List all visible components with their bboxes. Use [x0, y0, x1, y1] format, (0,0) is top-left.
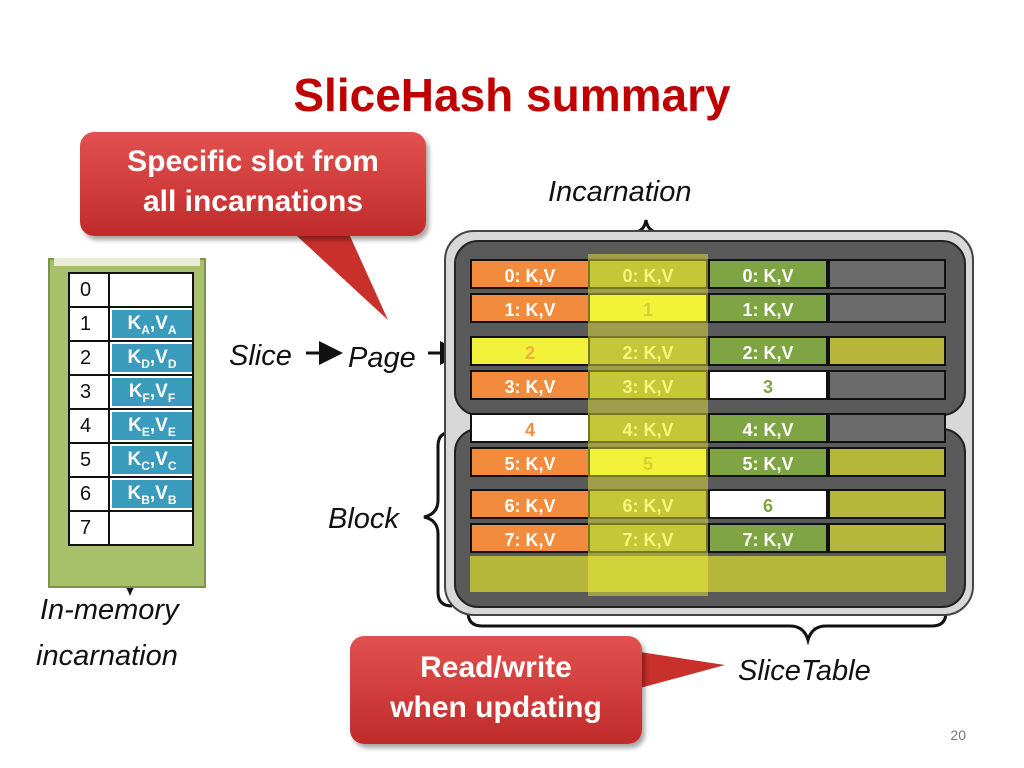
memory-row-kv: KF,VF: [112, 378, 192, 406]
memory-row-kv: KB,VB: [112, 480, 192, 508]
block-label: Block: [328, 503, 399, 535]
slot-cell: 0: K,V: [470, 259, 590, 289]
callout-top-line2: all incarnations: [142, 185, 364, 218]
slot-filler: [828, 447, 946, 477]
in-memory-label-2: incarnation: [36, 640, 178, 672]
incarnation-label: Incarnation: [548, 176, 692, 208]
callout-bottom-pointer: [640, 652, 725, 688]
slot-cell: 4: K,V: [708, 413, 828, 443]
slot-cell: 2: K,V: [588, 336, 708, 366]
slicetable-label: SliceTable: [738, 655, 871, 687]
slot-filler: [828, 489, 946, 519]
slot-cell: 1: K,V: [708, 293, 828, 323]
slot-cell: 3: K,V: [588, 370, 708, 400]
slot-cell: 5: [588, 447, 708, 477]
slot-filler: [828, 336, 946, 366]
slot-cell: 6: K,V: [588, 489, 708, 519]
memory-row: 0: [68, 274, 194, 308]
memory-row-index: 4: [70, 410, 110, 442]
slot-cell: 1: [588, 293, 708, 323]
slot-cell: 0: K,V: [708, 259, 828, 289]
slot-filler: [828, 370, 946, 400]
slot-cell: 3: [708, 370, 828, 400]
slot-cell: 5: K,V: [708, 447, 828, 477]
slot-filler: [828, 293, 946, 323]
memory-table-top-border: [68, 272, 194, 274]
slot-cell: 7: K,V: [588, 523, 708, 553]
memory-row: 7: [68, 512, 194, 546]
in-memory-label-1: In-memory: [40, 594, 179, 626]
slot-cell: 6: K,V: [470, 489, 590, 519]
callout-top-line1: Specific slot from: [127, 145, 379, 178]
callout-top: Specific slot from all incarnations: [80, 132, 426, 236]
page-number: 20: [950, 727, 966, 743]
memory-row-kv: KD,VD: [112, 344, 192, 372]
slicetable-brace: [466, 611, 948, 646]
slot-cell: 2: K,V: [708, 336, 828, 366]
slide-title: SliceHash summary: [293, 69, 731, 121]
slot-cell: 4: K,V: [588, 413, 708, 443]
slot-cell: 0: K,V: [588, 259, 708, 289]
slot-cell: 3: K,V: [470, 370, 590, 400]
memory-row-index: 3: [70, 376, 110, 408]
memory-module-top-edge: [54, 258, 200, 266]
slot-filler: [828, 413, 946, 443]
block-brace: [423, 430, 453, 608]
memory-row-index: 6: [70, 478, 110, 510]
callout-top-pointer: [285, 225, 388, 320]
slot-cell: 7: K,V: [708, 523, 828, 553]
slot-cell: 1: K,V: [470, 293, 590, 323]
block-footer: [470, 556, 946, 592]
memory-row-kv: KC,VC: [112, 446, 192, 474]
memory-row-kv: KE,VE: [112, 412, 192, 440]
memory-row-index: 0: [70, 274, 110, 306]
memory-row-index: 7: [70, 512, 110, 544]
memory-row-index: 2: [70, 342, 110, 374]
callout-bottom-line2: when updating: [390, 691, 602, 724]
slot-filler: [828, 259, 946, 289]
slot-cell: 5: K,V: [470, 447, 590, 477]
page-label: Page: [348, 342, 416, 374]
slot-cell: 4: [470, 413, 590, 443]
callout-bottom-line1: Read/write: [420, 651, 572, 684]
slot-cell: 2: [470, 336, 590, 366]
memory-row-index: 1: [70, 308, 110, 340]
slot-cell: 6: [708, 489, 828, 519]
slot-cell: 7: K,V: [470, 523, 590, 553]
slice-label: Slice: [229, 340, 292, 372]
callout-bottom: Read/write when updating: [350, 636, 642, 744]
slot-filler: [828, 523, 946, 553]
memory-row-index: 5: [70, 444, 110, 476]
memory-row-kv: KA,VA: [112, 310, 192, 338]
